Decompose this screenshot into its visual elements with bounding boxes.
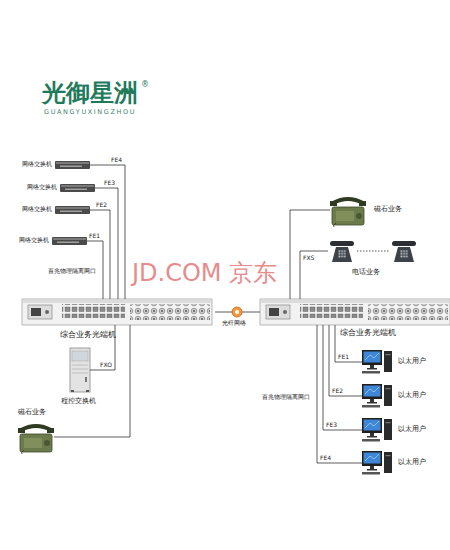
- exchange-cabinet: [70, 348, 90, 392]
- ethernet-user: 以太用户: [362, 418, 392, 442]
- exchange-cabinet: [72, 351, 88, 361]
- connector-label: FE3: [326, 422, 337, 429]
- connector-line: [95, 188, 118, 299]
- optical-terminal-rack: [22, 299, 212, 325]
- fiber-network-icon: [235, 310, 239, 314]
- desk-phone-icon: [330, 241, 416, 262]
- computer-icon: [362, 350, 392, 475]
- ethernet-user: 以太用户: [362, 350, 392, 374]
- desk-phone-icon: [392, 241, 416, 262]
- ethernet-user: 以太用户: [362, 384, 392, 408]
- node-label: 网络交换机: [19, 237, 49, 244]
- network-switch-icon: [52, 237, 87, 245]
- connector-label: FE2: [332, 388, 343, 395]
- connector-label: FXS: [303, 255, 314, 262]
- computer-icon: [362, 451, 392, 475]
- exchange-cabinet: [72, 369, 88, 370]
- connector-label: FE1: [338, 354, 349, 361]
- network-switch-icon: [52, 161, 95, 245]
- exchange-cabinet: [72, 373, 88, 374]
- connector-label: FE2: [96, 202, 107, 209]
- node-label: 以太用户: [398, 391, 426, 399]
- network-switch-icon: [55, 161, 90, 169]
- port-note: 百兆物理隔离网口: [262, 394, 310, 401]
- magneto-phone-icon: [18, 426, 54, 454]
- node-label: 以太用户: [398, 357, 426, 365]
- node-label: 网络交换机: [27, 184, 57, 191]
- optical-terminal: 综合业务光端机: [260, 299, 450, 325]
- exchange-cabinet: [85, 377, 87, 382]
- connector-line: [54, 325, 130, 437]
- exchange-cabinet: [70, 348, 90, 392]
- desk-phone-icon: [357, 251, 389, 252]
- fiber-network-icon: [232, 307, 242, 317]
- connector-line: [317, 325, 362, 463]
- network-switch: 网络交换机: [55, 206, 90, 214]
- computer-icon: [362, 418, 392, 442]
- desk-phone-icon: [330, 241, 354, 262]
- node-label: 综合业务光端机: [340, 329, 396, 338]
- telephone-group: 电话业务: [328, 238, 418, 264]
- node-label: 以太用户: [398, 425, 426, 433]
- optical-terminal: 综合业务光端机: [22, 299, 215, 325]
- network-switch: 网络交换机: [55, 161, 90, 169]
- connector-line: [290, 210, 330, 299]
- magneto-phone: 磁石业务: [330, 193, 366, 227]
- connector-line: [323, 325, 362, 430]
- node-label: 网络交换机: [22, 161, 52, 168]
- connector-label: 光纤网络: [222, 320, 246, 326]
- exchange-cabinet: [71, 390, 74, 392]
- node-label: 程控交换机: [61, 397, 96, 405]
- connector-label: FE3: [104, 180, 115, 187]
- node-label: 电话业务: [352, 268, 380, 276]
- connector-label: FXO: [100, 362, 112, 369]
- connector-line: [90, 210, 110, 299]
- port-note: 百兆物理隔离网口: [48, 268, 96, 275]
- fiber-network-icon: [232, 307, 242, 317]
- computer-icon: [362, 350, 392, 374]
- computer-icon: [362, 384, 392, 408]
- ethernet-user: 以太用户: [362, 451, 392, 475]
- magneto-phone-icon: [330, 199, 366, 227]
- connector-label: FE4: [111, 157, 122, 164]
- connector-label: FE1: [89, 233, 100, 240]
- network-switch-icon: [60, 184, 95, 192]
- exchange-cabinet: [72, 365, 88, 366]
- node-label: 磁石业务: [374, 205, 402, 213]
- watermark: JD.COM 京东: [132, 260, 277, 288]
- connector-line: [300, 251, 328, 299]
- registered-mark: ®: [141, 80, 149, 89]
- connector-label: FE4: [320, 455, 331, 462]
- magneto-phone: 磁石业务: [18, 420, 54, 454]
- node-label: 以太用户: [398, 458, 426, 466]
- magneto-phone-icon: [18, 199, 366, 454]
- exchange-cabinet: 程控交换机: [70, 348, 90, 392]
- node-label: 综合业务光端机: [60, 331, 116, 340]
- connector-line: [90, 165, 125, 299]
- network-switch: 网络交换机: [52, 237, 87, 245]
- optical-terminal-rack: [260, 299, 450, 325]
- network-switch-icon: [55, 206, 90, 214]
- node-label: 网络交换机: [22, 206, 52, 213]
- network-switch: 网络交换机: [60, 184, 95, 192]
- brand-logo: 光御星洲: [42, 80, 138, 108]
- exchange-cabinet: [86, 390, 89, 392]
- brand-pinyin: GUANGYUXINGZHOU: [44, 109, 136, 116]
- node-label: 磁石业务: [18, 408, 46, 416]
